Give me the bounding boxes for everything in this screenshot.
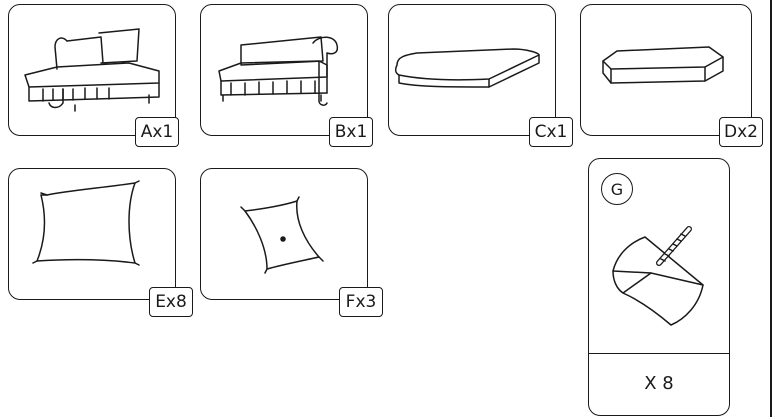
hardware-card-g: G X 8 <box>588 158 730 416</box>
part-label-c: Cx1 <box>529 117 573 147</box>
part-label-e: Ex8 <box>149 287 193 317</box>
throw-pillow-icon <box>9 169 177 301</box>
part-card-f: Fx3 <box>200 168 368 300</box>
hardware-divider <box>589 353 729 354</box>
part-card-e: Ex8 <box>8 168 176 300</box>
part-label-f: Fx3 <box>339 287 383 317</box>
part-card-a: Ax1 <box>8 4 176 136</box>
hardware-quantity: X 8 <box>589 373 729 394</box>
part-card-b: Bx1 <box>200 4 368 136</box>
part-label-d: Dx2 <box>719 117 763 147</box>
tufted-pillow-icon <box>201 169 369 301</box>
page-edge-line <box>770 0 772 417</box>
part-label-b: Bx1 <box>329 117 373 147</box>
screw-in-leg-bracket-icon <box>589 159 731 339</box>
part-label-a: Ax1 <box>135 117 179 147</box>
part-card-d: Dx2 <box>580 4 752 136</box>
part-card-c: Cx1 <box>388 4 556 136</box>
